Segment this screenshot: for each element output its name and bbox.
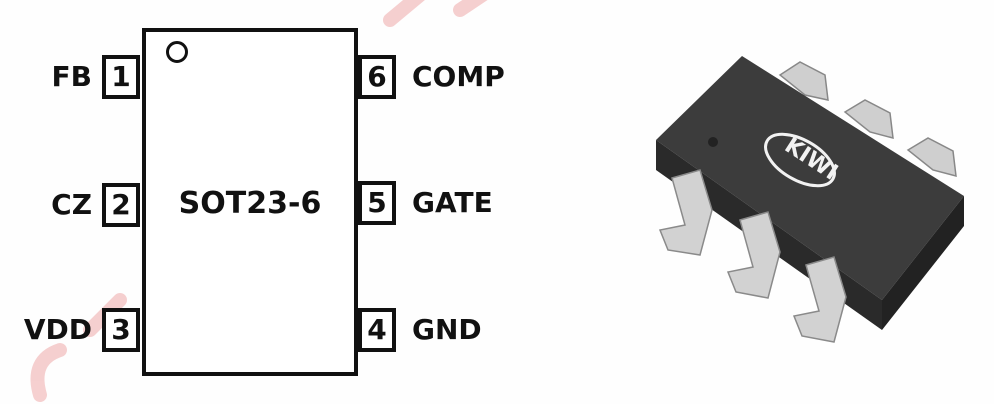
pin-5-label: GATE: [412, 186, 493, 219]
pin-6-label: COMP: [412, 60, 505, 93]
pin-5: 5: [358, 181, 396, 225]
front-leads: [658, 169, 847, 343]
pin-1: 1: [102, 55, 140, 99]
back-leads: [778, 61, 957, 178]
pin-4: 4: [358, 308, 396, 352]
pin-2: 2: [102, 183, 140, 227]
pin-4-label: GND: [412, 313, 482, 346]
pin1-marker: [166, 41, 188, 63]
ic-body: [142, 28, 358, 376]
pin-6: 6: [358, 55, 396, 99]
package-label: SOT23-6: [178, 186, 322, 221]
pin-3-label: VDD: [23, 313, 92, 346]
pin-2-label: CZ: [51, 188, 92, 221]
pin-3: 3: [102, 308, 140, 352]
chip-top: [656, 56, 964, 300]
pin-1-label: FB: [51, 60, 92, 93]
